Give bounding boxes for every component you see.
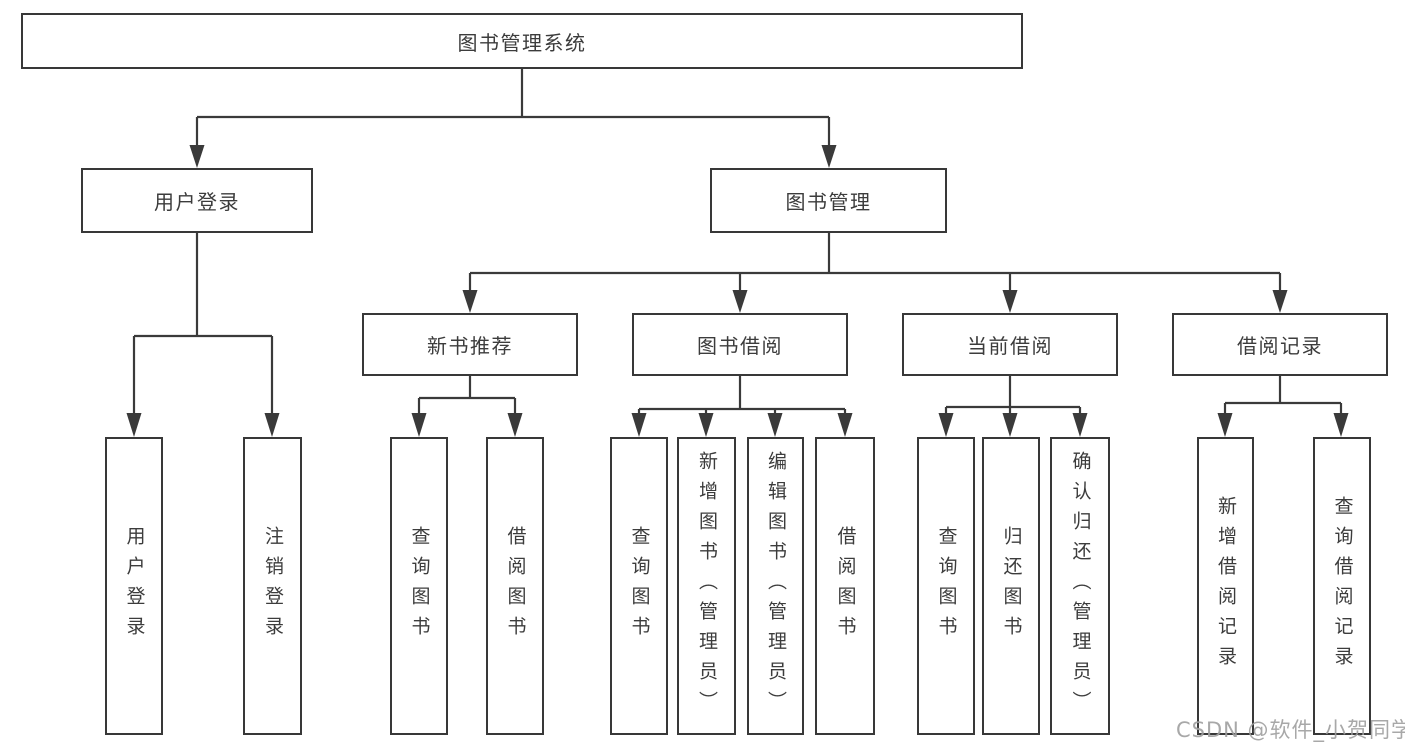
leaf-label: 查询图书 xyxy=(628,526,651,646)
leaf-node-query-borrow-record: 查询借阅记录 xyxy=(1313,437,1371,735)
csdn-watermark: CSDN @软件_小贺同学 xyxy=(1176,718,1405,742)
leaf-label: 确认归还（管理员） xyxy=(1069,451,1092,721)
leaf-label: 新增图书（管理员） xyxy=(696,451,718,721)
leaf-label: 查询借阅记录 xyxy=(1331,496,1354,676)
node-book-management-label: 图书管理 xyxy=(785,190,872,214)
node-new-book-recommend-label: 新书推荐 xyxy=(427,334,513,358)
leaf-label: 编辑图书（管理员） xyxy=(765,451,787,721)
node-borrow-records: 借阅记录 xyxy=(1172,313,1388,376)
leaf-node-edit-books-admin: 编辑图书（管理员） xyxy=(747,437,804,735)
node-book-borrow: 图书借阅 xyxy=(632,313,848,376)
node-book-borrow-label: 图书借阅 xyxy=(697,334,783,358)
leaf-node-query-books-current: 查询图书 xyxy=(917,437,975,735)
leaf-label: 查询图书 xyxy=(935,526,958,646)
leaf-label: 注销登录 xyxy=(262,526,284,646)
leaf-node-user-login: 用户登录 xyxy=(105,437,163,735)
node-current-borrow-label: 当前借阅 xyxy=(967,334,1053,358)
node-new-book-recommend: 新书推荐 xyxy=(362,313,578,376)
node-user-login: 用户登录 xyxy=(81,168,313,233)
root-node-label: 图书管理系统 xyxy=(457,30,587,55)
leaf-node-query-books-recommend: 查询图书 xyxy=(390,437,448,735)
leaf-node-return-books: 归还图书 xyxy=(982,437,1040,735)
leaf-node-logout: 注销登录 xyxy=(243,437,302,735)
leaf-label: 归还图书 xyxy=(1000,526,1023,646)
root-node-library-system: 图书管理系统 xyxy=(21,13,1023,69)
node-borrow-records-label: 借阅记录 xyxy=(1237,334,1323,358)
node-current-borrow: 当前借阅 xyxy=(902,313,1118,376)
node-book-management: 图书管理 xyxy=(710,168,947,233)
leaf-node-confirm-return-admin: 确认归还（管理员） xyxy=(1050,437,1110,735)
leaf-label: 借阅图书 xyxy=(834,526,857,646)
leaf-label: 借阅图书 xyxy=(504,526,527,646)
leaf-node-add-books-admin: 新增图书（管理员） xyxy=(677,437,736,735)
leaf-node-borrow-books-recommend: 借阅图书 xyxy=(486,437,544,735)
leaf-label: 新增借阅记录 xyxy=(1215,496,1237,676)
leaf-node-add-borrow-record: 新增借阅记录 xyxy=(1197,437,1254,735)
leaf-node-borrow-books: 借阅图书 xyxy=(815,437,875,735)
leaf-label: 用户登录 xyxy=(123,526,146,646)
leaf-node-query-books-borrow: 查询图书 xyxy=(610,437,668,735)
node-user-login-label: 用户登录 xyxy=(154,190,240,214)
leaf-label: 查询图书 xyxy=(408,526,431,646)
